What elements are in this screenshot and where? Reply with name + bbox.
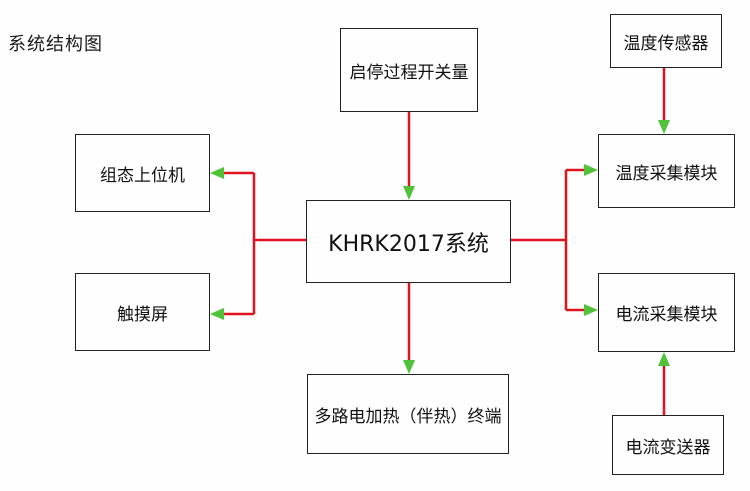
arrowhead-temp-module [584, 164, 598, 176]
node-scada-host: 组态上位机 [75, 134, 210, 212]
arrowhead-transmitter [658, 352, 670, 366]
arrowhead-heater [403, 360, 415, 374]
node-current-module: 电流采集模块 [598, 273, 735, 352]
node-current-transmitter: 电流变送器 [612, 415, 724, 475]
arrowhead-scada [210, 167, 224, 179]
arrowhead-sensor [658, 120, 670, 134]
arrowhead-current-module [584, 304, 598, 316]
node-touch-screen: 触摸屏 [75, 273, 210, 351]
node-heater-terminal: 多路电加热（伴热）终端 [307, 374, 509, 454]
diagram-title: 系统结构图 [8, 34, 103, 55]
node-temp-module: 温度采集模块 [598, 134, 735, 208]
arrowhead-touch [210, 308, 224, 320]
node-temp-sensor: 温度传感器 [610, 14, 722, 68]
arrowhead-core-top [403, 186, 415, 200]
node-core-system: KHRK2017系统 [306, 200, 511, 283]
node-switch-signal: 启停过程开关量 [340, 28, 478, 112]
